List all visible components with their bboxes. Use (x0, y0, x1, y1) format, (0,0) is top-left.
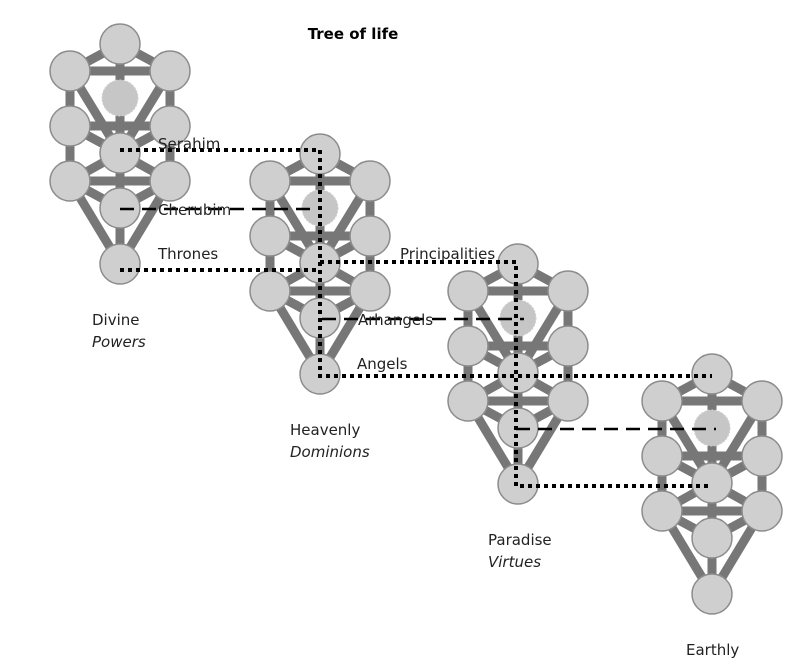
sphere-geburah (49, 105, 91, 147)
connector-label-cherubim: Cherubim (158, 201, 231, 219)
sphere-chokmah (547, 270, 589, 312)
sphere-binah (447, 270, 489, 312)
connector-line (320, 260, 712, 488)
tree-earthly (641, 353, 783, 615)
sphere-hod (249, 270, 291, 312)
sphere-chesed (547, 325, 589, 367)
world-name-paradise: Paradise (488, 531, 552, 549)
world-subtitle-virtues: Virtues (488, 553, 541, 571)
world-name-earthly: Earthly (686, 641, 739, 659)
diagram-title: Tree of life (308, 25, 399, 43)
sphere-netzach (149, 160, 191, 202)
connector-line (120, 148, 322, 270)
sphere-chokmah (149, 50, 191, 92)
trees-layer (49, 23, 783, 615)
sphere-malkuth (99, 243, 141, 285)
sphere-yesod (691, 517, 733, 559)
connector-label-principalities: Principalities (400, 245, 495, 263)
world-subtitle-dominions: Dominions (290, 443, 370, 461)
sphere-chesed (741, 435, 783, 477)
sphere-hod (447, 380, 489, 422)
sphere-geburah (641, 435, 683, 477)
tree-paradise (447, 243, 589, 505)
connector-label-thrones: Thrones (157, 245, 218, 263)
connector-line (120, 268, 712, 378)
world-name-heavenly: Heavenly (290, 421, 360, 439)
world-name-divine: Divine (92, 311, 140, 329)
sphere-binah (249, 160, 291, 202)
sphere-malkuth (691, 573, 733, 615)
connector-label-serahim: Serahim (158, 135, 220, 153)
sphere-netzach (349, 270, 391, 312)
sphere-netzach (741, 490, 783, 532)
sphere-binah (641, 380, 683, 422)
connector-label-angels: Angels (357, 355, 408, 373)
sphere-geburah (447, 325, 489, 367)
world-subtitle-powers: Powers (92, 333, 146, 351)
connector-label-arhangels: Arhangels (358, 311, 433, 329)
sphere-tiferet (691, 462, 733, 504)
sphere-hod (49, 160, 91, 202)
sphere-netzach (547, 380, 589, 422)
sphere-chokmah (349, 160, 391, 202)
tree-divine (49, 23, 191, 285)
sphere-chesed (149, 105, 191, 147)
sphere-chesed (349, 215, 391, 257)
sphere-hod (641, 490, 683, 532)
sphere-kether (99, 23, 141, 65)
sphere-chokmah (741, 380, 783, 422)
connectors-layer (120, 148, 716, 488)
sphere-daat (101, 79, 139, 117)
sphere-binah (49, 50, 91, 92)
sphere-geburah (249, 215, 291, 257)
sphere-tiferet (99, 132, 141, 174)
